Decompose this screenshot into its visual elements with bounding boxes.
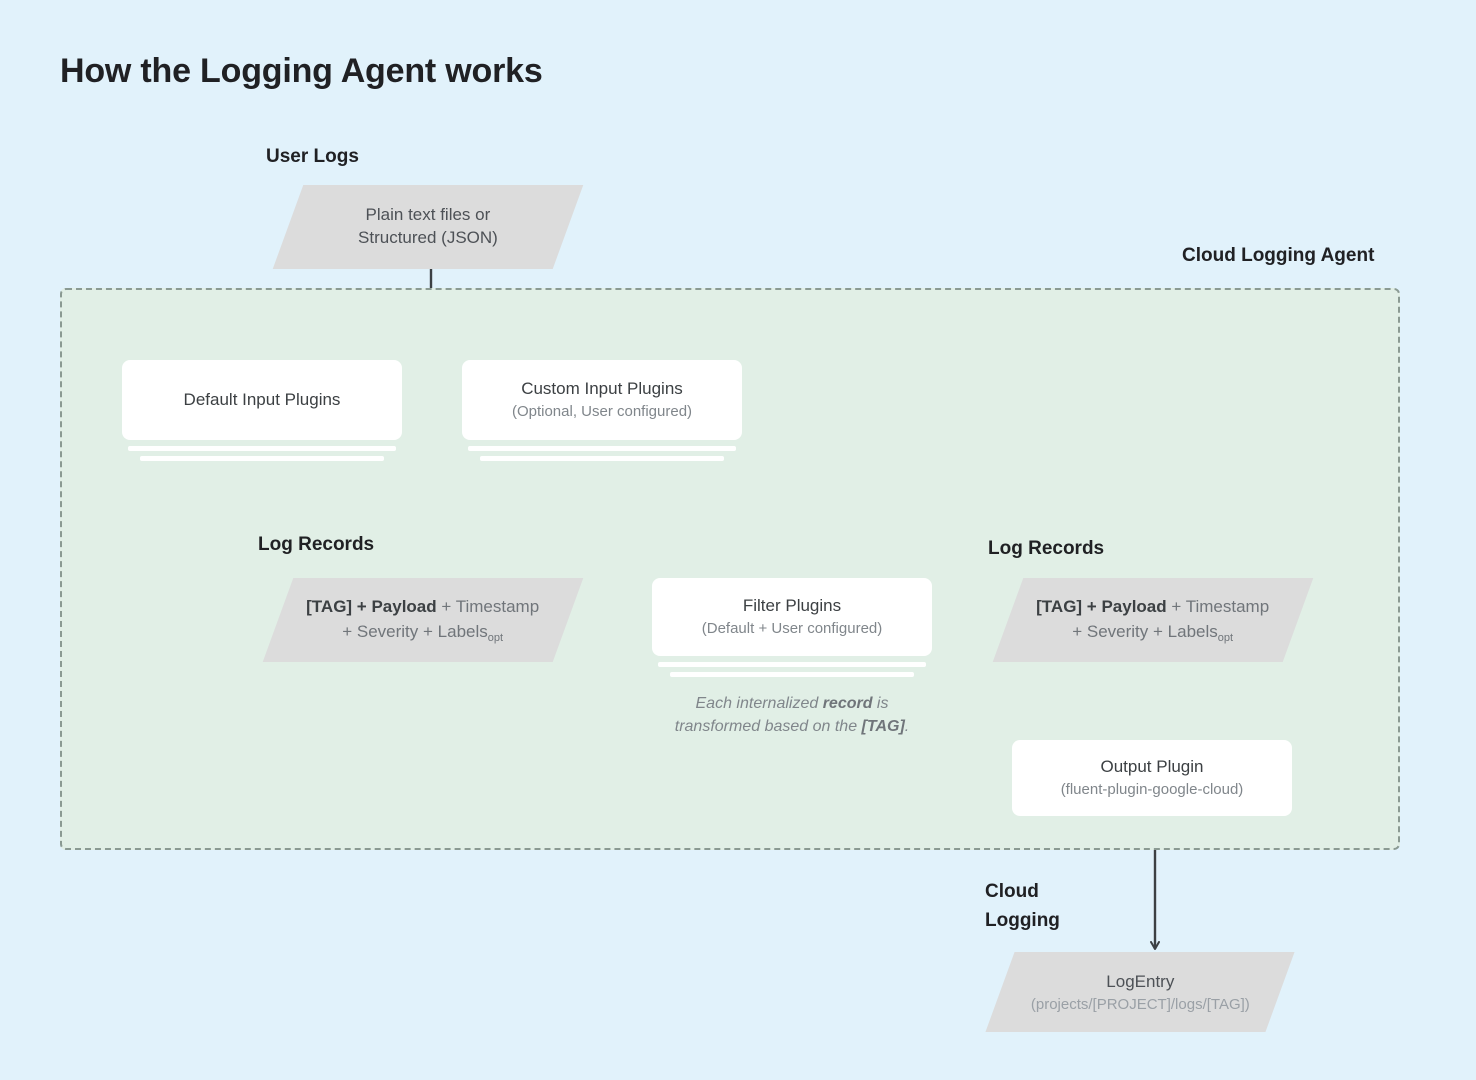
node-filter-plugins[interactable]: Filter Plugins (Default + User configure…	[652, 578, 932, 656]
caption-transform-note: Each internalized record is transformed …	[634, 692, 950, 738]
card-stack-line-2	[140, 456, 384, 461]
caption-line2-a: transformed based on the	[674, 718, 862, 736]
node-default-input-plugins-stack: Default Input Plugins	[122, 360, 402, 464]
log-records-left-rest: + Timestamp	[437, 597, 540, 617]
caption-line2-c: .	[904, 718, 910, 736]
log-records-left-line-1: [TAG] + Payload + Timestamp	[306, 595, 539, 620]
card-stack-line-1	[128, 446, 396, 451]
log-records-right-subscript: opt	[1218, 632, 1234, 644]
node-filter-plugins-stack: Filter Plugins (Default + User configure…	[652, 578, 932, 680]
label-user-logs: User Logs	[266, 146, 359, 167]
log-entry-subtitle: (projects/[PROJECT]/logs/[TAG])	[1030, 995, 1250, 1013]
card-stack-line-1	[658, 662, 926, 667]
output-plugin-title: Output Plugin	[1100, 757, 1204, 777]
log-records-left-subscript: opt	[488, 632, 504, 644]
user-logs-line-1: Plain text files or	[365, 205, 491, 225]
user-logs-line-2: Structured (JSON)	[358, 228, 498, 247]
filter-plugins-title: Filter Plugins	[742, 596, 842, 616]
caption-line1-a: Each internalized	[695, 695, 823, 712]
output-plugin-subtitle: (fluent-plugin-google-cloud)	[1060, 781, 1244, 799]
log-records-right-rest: + Timestamp	[1167, 597, 1270, 617]
caption-line2-bold: [TAG]	[861, 718, 905, 736]
node-default-input-plugins[interactable]: Default Input Plugins	[122, 360, 402, 440]
log-records-left-bold: [TAG] + Payload	[306, 597, 437, 617]
card-stack-line-1	[468, 446, 736, 451]
label-log-records-left: Log Records	[258, 534, 375, 555]
custom-input-plugins-subtitle: (Optional, User configured)	[511, 403, 693, 421]
caption-line1-c: is	[872, 695, 889, 712]
log-records-left-line2-text: + Severity + Labels	[342, 622, 489, 641]
log-records-left-line-2: + Severity + Labelsopt	[306, 620, 539, 645]
default-input-plugins-title: Default Input Plugins	[183, 389, 341, 409]
log-records-right-line-1: [TAG] + Payload + Timestamp	[1036, 595, 1269, 620]
label-cloud-logging-agent: Cloud Logging Agent	[1182, 245, 1375, 266]
label-log-records-right: Log Records	[988, 538, 1105, 559]
node-log-entry[interactable]: LogEntry (projects/[PROJECT]/logs/[TAG])	[985, 952, 1295, 1032]
node-log-records-right[interactable]: [TAG] + Payload + Timestamp + Severity +…	[992, 578, 1314, 662]
node-log-records-left[interactable]: [TAG] + Payload + Timestamp + Severity +…	[262, 578, 584, 662]
log-records-right-line2-text: + Severity + Labels	[1072, 622, 1219, 641]
log-records-right-bold: [TAG] + Payload	[1036, 597, 1167, 617]
log-records-right-line-2: + Severity + Labelsopt	[1036, 620, 1269, 645]
node-custom-input-plugins-stack: Custom Input Plugins (Optional, User con…	[462, 360, 742, 464]
node-output-plugin[interactable]: Output Plugin (fluent-plugin-google-clou…	[1012, 740, 1292, 816]
caption-line1-bold: record	[822, 695, 873, 712]
card-stack-line-2	[480, 456, 724, 461]
page-title: How the Logging Agent works	[60, 52, 543, 90]
node-user-logs-source[interactable]: Plain text files or Structured (JSON)	[272, 185, 584, 269]
filter-plugins-subtitle: (Default + User configured)	[701, 620, 883, 638]
log-entry-title: LogEntry	[1105, 971, 1175, 991]
card-stack-line-2	[670, 672, 914, 677]
custom-input-plugins-title: Custom Input Plugins	[521, 379, 683, 399]
node-custom-input-plugins[interactable]: Custom Input Plugins (Optional, User con…	[462, 360, 742, 440]
label-cloud-logging: Cloud Logging	[985, 881, 1060, 931]
